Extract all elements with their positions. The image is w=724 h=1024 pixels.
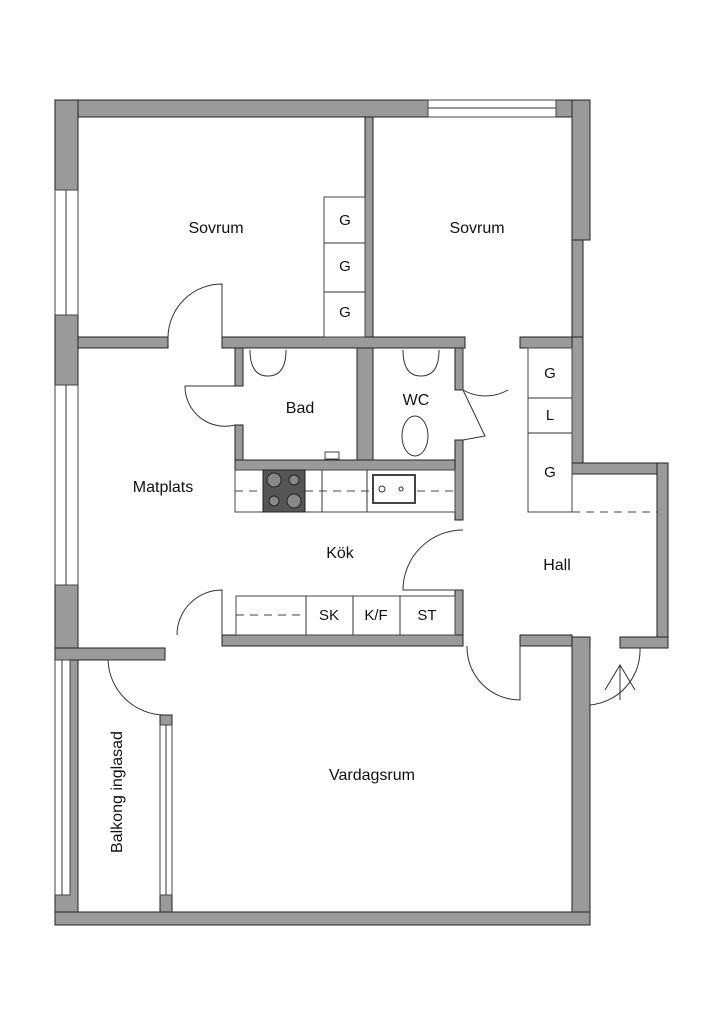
sanitary [249, 349, 440, 460]
wardrobe-label: G [339, 212, 351, 229]
room-label-bath: Bad [286, 400, 314, 417]
kitchen-counter [234, 469, 456, 636]
kitchen-unit-label: K/F [364, 607, 387, 624]
hall-wardrobes [527, 347, 657, 513]
kitchen-unit-label: SK [319, 607, 339, 624]
bedroom-wardrobes [323, 196, 366, 338]
room-label-living: Vardagsrum [329, 767, 415, 784]
room-label-balcony: Balkong inglasad [109, 731, 126, 853]
wc-basin-icon [402, 349, 440, 377]
room-label-kitchen: Kök [326, 545, 355, 562]
kitchen-unit-label: ST [417, 607, 436, 624]
room-label-bedroom-2: Sovrum [449, 220, 504, 237]
room-label-dining: Matplats [133, 479, 193, 496]
toilet-icon [401, 415, 429, 457]
room-label-wc: WC [403, 392, 430, 409]
room-label-bedroom-1: Sovrum [188, 220, 243, 237]
hall-wardrobe-label: G [544, 365, 556, 382]
hall-wardrobe-label: G [544, 464, 556, 481]
room-label-hall: Hall [543, 557, 571, 574]
doors [107, 283, 641, 716]
bath-basin-icon [249, 349, 287, 377]
wardrobe-label: G [339, 258, 351, 275]
wardrobe-label: G [339, 304, 351, 321]
windows [54, 99, 557, 896]
hall-linen-label: L [546, 407, 554, 424]
sink-icon [372, 474, 416, 504]
